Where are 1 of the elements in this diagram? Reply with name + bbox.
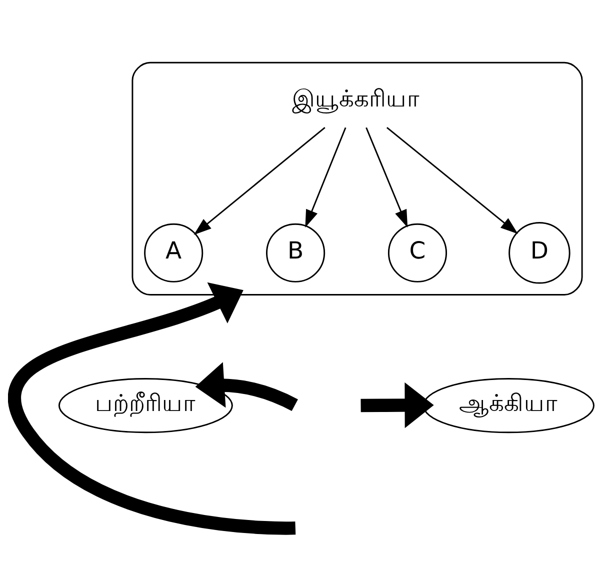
node-text: இயூக்கரியா — [292, 84, 420, 112]
